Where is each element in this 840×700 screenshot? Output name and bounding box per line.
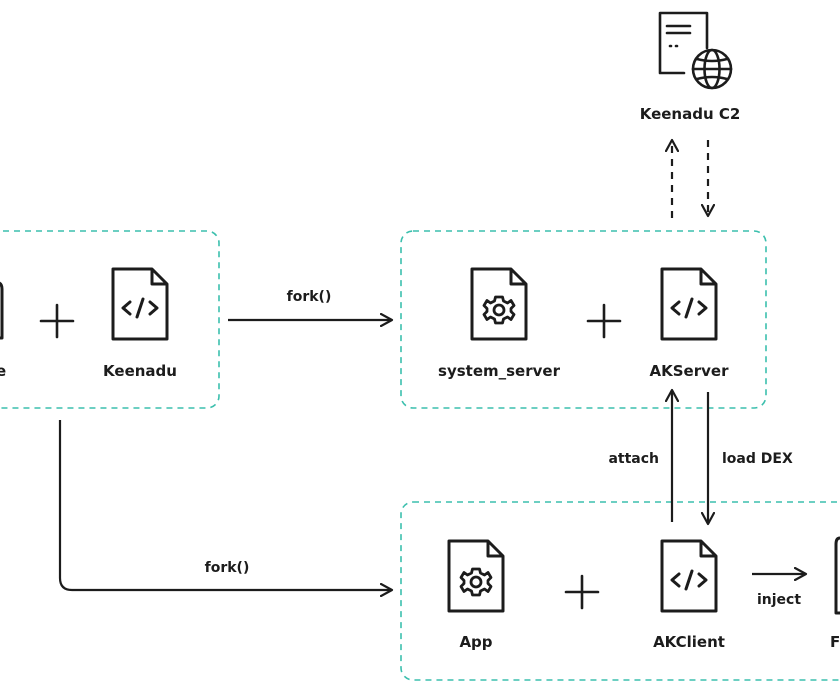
plus-icon	[586, 303, 622, 339]
zygote-file-icon	[0, 281, 4, 340]
akclient-label: AKClient	[653, 633, 725, 651]
app-label: App	[459, 633, 492, 651]
fork-bottom-arrow	[58, 420, 392, 590]
plugin-label: F	[830, 633, 840, 651]
server-globe-icon	[658, 11, 733, 90]
attach-label: attach	[608, 451, 659, 467]
zygote-container	[0, 230, 220, 409]
plugin-file-icon	[834, 536, 840, 615]
inject-label: inject	[757, 592, 801, 608]
plus-icon	[564, 574, 600, 610]
akclient-code-icon	[662, 541, 716, 611]
fork-top-label: fork()	[287, 289, 332, 305]
system-server-container	[400, 230, 767, 409]
keenadu-label: Keenadu	[103, 362, 177, 380]
keenadu-code-icon	[113, 269, 167, 339]
app-process-container	[400, 501, 840, 681]
akserver-label: AKServer	[650, 362, 730, 380]
c2-label: Keenadu C2	[640, 105, 741, 123]
system-server-gear-icon	[472, 269, 526, 339]
fork-bottom-label: fork()	[205, 560, 250, 576]
akserver-code-icon	[662, 269, 716, 339]
system-server-label: system_server	[438, 362, 561, 380]
zygote-label: e	[0, 362, 6, 380]
load-dex-label: load DEX	[722, 451, 793, 467]
app-gear-icon	[449, 541, 503, 611]
plus-icon	[39, 303, 75, 339]
